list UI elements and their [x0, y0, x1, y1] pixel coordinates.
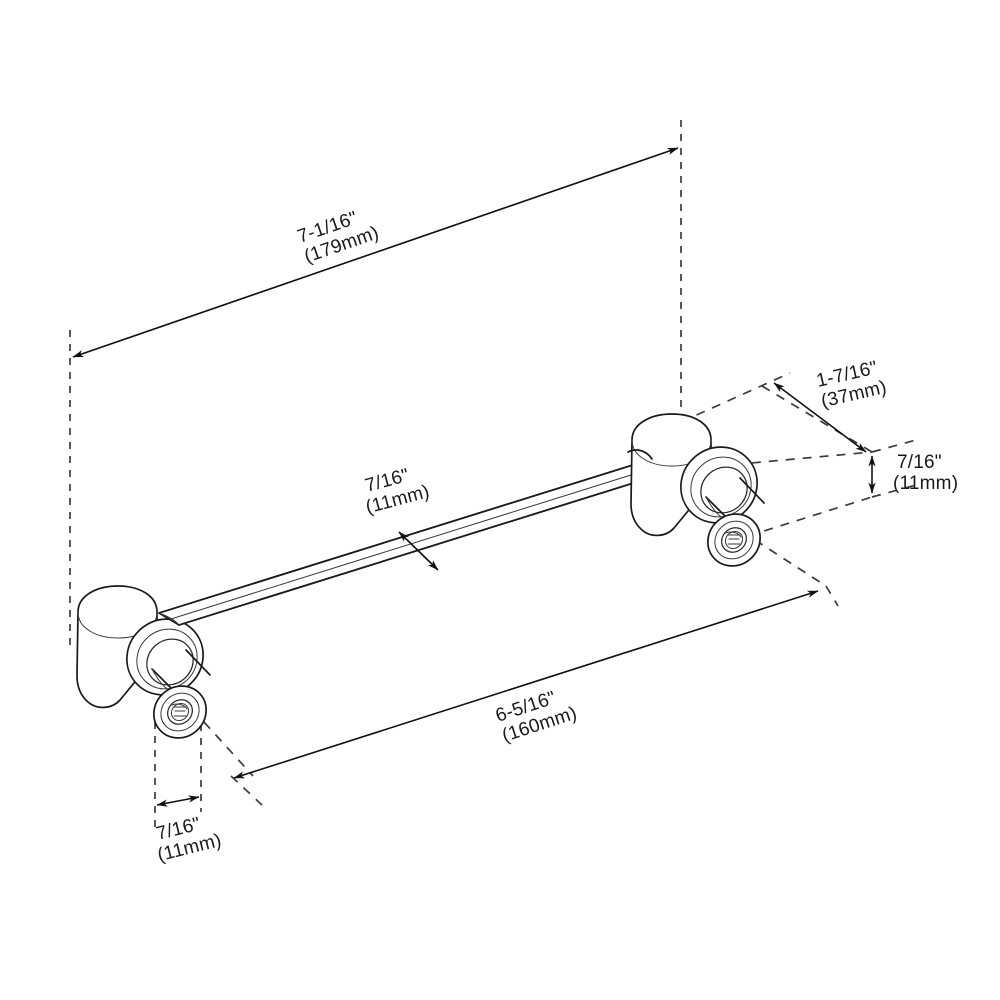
left-collar-ring-1: [136, 628, 198, 690]
left-screw-socket-outer: [167, 699, 193, 725]
right-collar-outer: [680, 446, 758, 524]
projection-line-ctc-left-tail: [230, 775, 263, 806]
projection-line-ctc-right-tail: [825, 585, 839, 607]
bar-tube-left-cap: [158, 612, 180, 626]
left-screw-socket-inner: [170, 703, 190, 721]
projection-line-ctc-left: [203, 721, 254, 777]
right-screw-socket-inner: [724, 531, 744, 549]
post-diameter-right-metric-label: (11mm): [893, 473, 958, 494]
dimension-line-bar-diameter: [398, 531, 439, 571]
dimension-line-center-to-center: [233, 590, 819, 779]
post-diameter-right-imperial-label: 7/16": [897, 452, 942, 473]
projection-line-lower: [747, 496, 873, 537]
left-collar-outer: [126, 618, 204, 696]
right-screw-socket-outer: [721, 527, 747, 553]
left-screw-detail: [171, 703, 188, 710]
left-screw-flange-inner: [160, 692, 200, 732]
dimension-line-projection: [773, 382, 867, 453]
projection-line-depth-lower: [754, 539, 827, 587]
dimension-line-overall-length: [72, 147, 679, 358]
right-collar-ring-2: [700, 466, 748, 514]
right-post-collar: [680, 446, 765, 524]
left-screw-head: [153, 685, 207, 739]
left-post-collar: [126, 618, 211, 696]
dimension-line-post-diameter-left: [156, 795, 200, 807]
right-screw-flange-inner: [714, 520, 754, 560]
right-screw-slot: [727, 534, 741, 545]
left-collar-ring-2: [146, 638, 194, 686]
projection-line-right-lower: [871, 484, 917, 498]
left-screw-slot: [173, 706, 187, 717]
projection-line-top-rear: [680, 372, 791, 423]
projection-line-right-upper: [871, 439, 917, 453]
right-collar-ring-1: [690, 456, 752, 518]
dimension-post-diameter-right: 7/16" (11mm): [868, 452, 958, 494]
right-post-saddle: [627, 449, 653, 460]
right-screw-detail: [725, 531, 742, 538]
right-screw-head: [707, 513, 761, 567]
